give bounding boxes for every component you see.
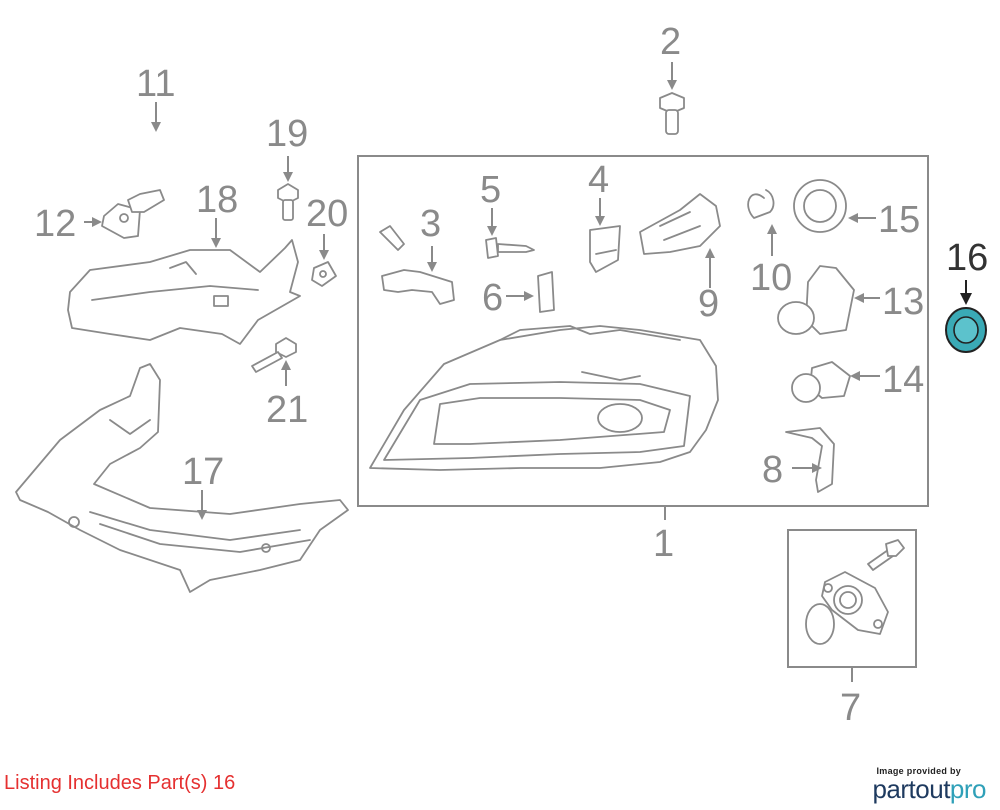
part-20-drawing [311,261,337,287]
partoutpro-logo: partoutpro [872,776,986,802]
part-7-drawing [805,539,905,645]
image-provided-by-text: Image provided by [876,766,962,776]
listing-includes-text: Listing Includes Part(s) 16 [4,772,236,794]
callout-14: 14 [882,359,924,401]
part-4-drawing [589,225,621,273]
callout-16: 16 [946,237,988,279]
part-5-drawing [485,237,535,259]
part-9-drawing [639,193,721,255]
part-6-drawing [537,271,555,313]
callout-15: 15 [878,199,920,241]
callout-21: 21 [266,389,308,431]
part-10-drawing [747,189,775,219]
callout-7: 7 [840,687,861,729]
callout-1: 1 [653,523,674,565]
part-18-drawing [67,239,301,345]
part-15-drawing [793,179,847,233]
callout-5: 5 [480,169,501,211]
callout-18: 18 [196,179,238,221]
part-3-drawing [379,225,455,305]
callout-6: 6 [482,277,503,319]
callout-4: 4 [588,159,609,201]
part-12-drawing [101,189,165,239]
callout-12: 12 [34,203,76,245]
callout-20: 20 [306,193,348,235]
headlamp-housing-drawing [369,325,719,471]
part-14-drawing [791,361,851,403]
callout-8: 8 [762,449,783,491]
assembly-box [357,155,929,507]
callout-11: 11 [136,63,175,105]
part-13-drawing [777,265,855,335]
part-8-drawing [785,427,835,493]
callout-13: 13 [882,281,924,323]
part-2-drawing [659,92,685,135]
part-17-drawing [15,363,349,593]
part-21-drawing [251,337,297,373]
partoutpro-branding: Image provided by partoutpro [872,766,986,802]
callout-19: 19 [266,113,308,155]
callout-17: 17 [182,451,224,493]
callout-10: 10 [750,257,792,299]
part-11-drawing [79,112,170,185]
logo-text-part2: pro [949,774,987,804]
part-16-drawing [945,307,987,353]
part-19-drawing [277,183,299,221]
logo-text-part1: partout [872,774,950,804]
callout-9: 9 [698,283,719,325]
callout-3: 3 [420,203,441,245]
callout-2: 2 [660,21,681,63]
